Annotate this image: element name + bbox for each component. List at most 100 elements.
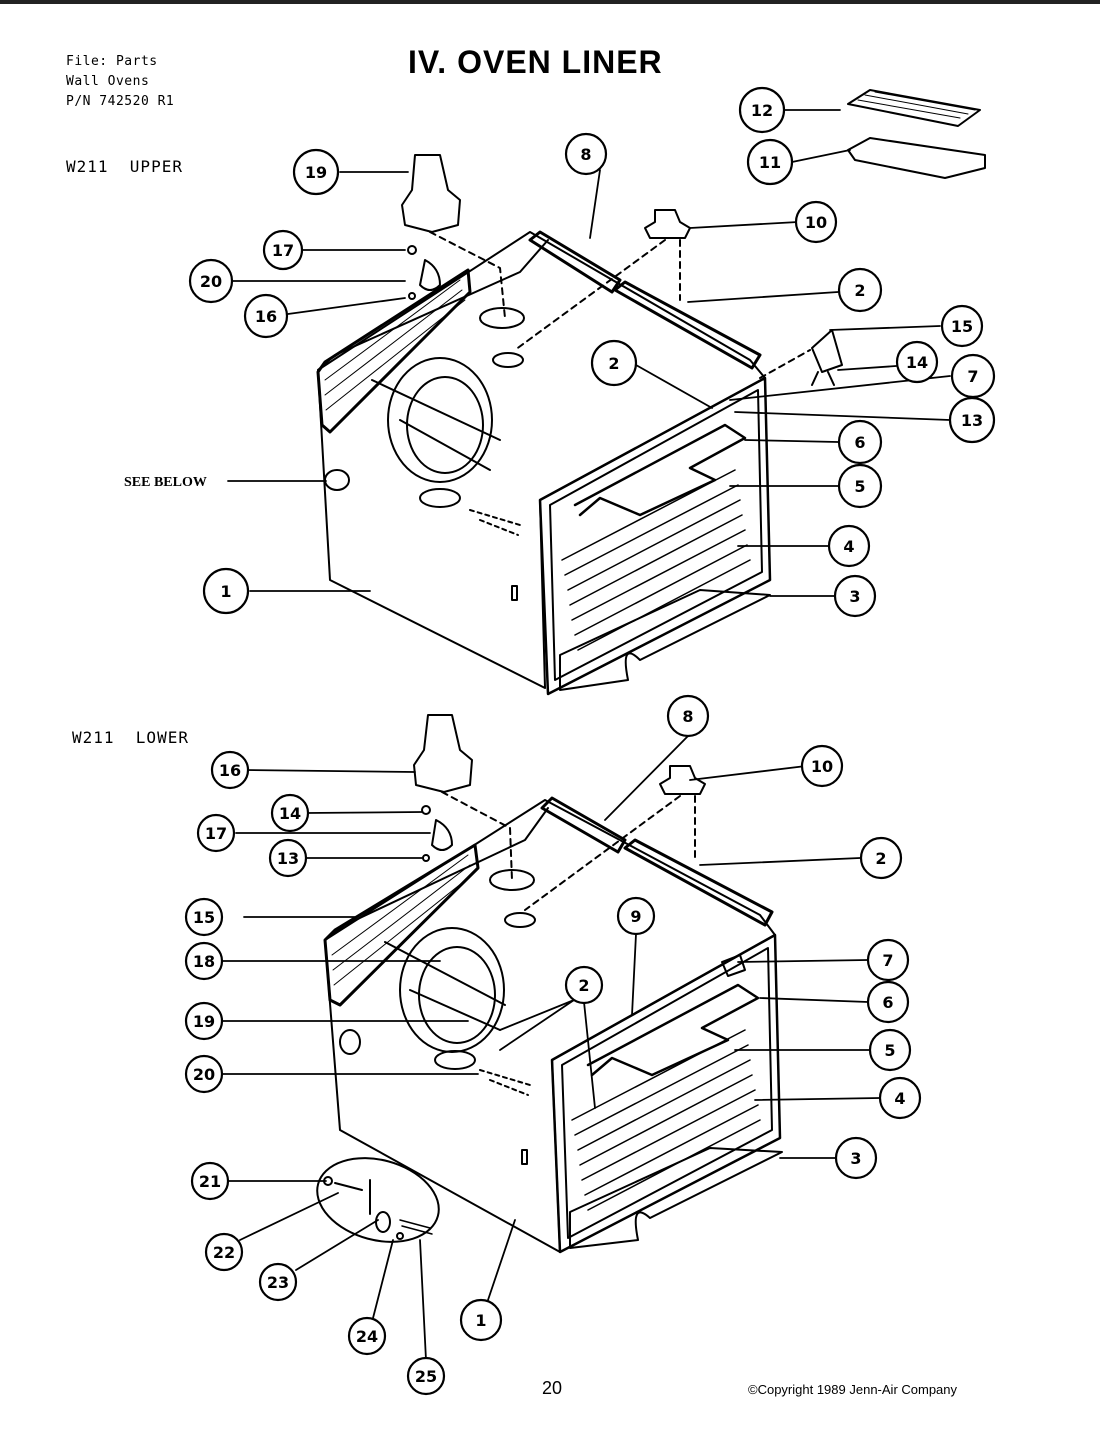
upper-callout-20: 20 xyxy=(188,258,234,304)
lower-callout-7: 7 xyxy=(866,938,910,982)
svg-text:3: 3 xyxy=(849,587,860,606)
page-title: IV. OVEN LINER xyxy=(408,44,663,80)
svg-text:4: 4 xyxy=(894,1089,905,1108)
svg-text:2: 2 xyxy=(608,354,619,373)
svg-text:1: 1 xyxy=(220,582,231,601)
lower-callout-21: 21 xyxy=(190,1161,230,1201)
svg-text:2: 2 xyxy=(854,281,865,300)
upper-callout-2b: 2 xyxy=(590,339,638,387)
svg-text:5: 5 xyxy=(884,1041,895,1060)
upper-broil-element xyxy=(573,423,747,517)
upper-callout-2: 2 xyxy=(837,267,883,313)
upper-callout-11: 11 xyxy=(746,138,794,186)
upper-sensor-bracket xyxy=(811,329,843,386)
lower-callout-8: 8 xyxy=(666,694,710,738)
upper-light-bulb xyxy=(419,259,441,291)
upper-bottom-pan xyxy=(559,589,771,691)
svg-text:24: 24 xyxy=(356,1327,378,1346)
lower-callout-20: 20 xyxy=(184,1054,224,1094)
upper-callout-3: 3 xyxy=(833,574,877,618)
upper-callout-15: 15 xyxy=(940,304,984,348)
upper-leader-lines xyxy=(227,109,951,597)
svg-text:5: 5 xyxy=(854,477,865,496)
svg-text:8: 8 xyxy=(682,707,693,726)
lower-callout-10: 10 xyxy=(800,744,844,788)
section-label-lower: W211 LOWER xyxy=(72,728,189,747)
copyright-notice: ©Copyright 1989 Jenn-Air Company xyxy=(748,1382,958,1397)
svg-text:18: 18 xyxy=(193,952,215,971)
file-info-line: Wall Ovens xyxy=(66,74,150,89)
lower-callout-23: 23 xyxy=(258,1262,298,1302)
svg-text:12: 12 xyxy=(751,101,773,120)
lower-vent-cap xyxy=(413,714,473,793)
svg-text:11: 11 xyxy=(759,153,781,172)
upper-callout-19: 19 xyxy=(292,148,340,196)
upper-vent-fitting xyxy=(644,209,691,239)
upper-callout-12: 12 xyxy=(738,86,786,134)
file-info: File: Parts Wall Ovens P/N 742520 R1 xyxy=(66,52,174,112)
lower-callout-5: 5 xyxy=(868,1028,912,1072)
lower-callout-2b: 2 xyxy=(564,965,604,1005)
upper-callout-6: 6 xyxy=(837,419,883,465)
svg-text:6: 6 xyxy=(854,433,865,452)
file-info-line: File: Parts xyxy=(66,54,158,69)
see-below-label: SEE BELOW xyxy=(124,475,207,490)
lower-callout-18: 18 xyxy=(184,941,224,981)
section-label-upper: W211 UPPER xyxy=(66,157,183,176)
svg-text:14: 14 xyxy=(906,353,928,372)
lower-sensor-bracket xyxy=(721,954,746,977)
upper-front-frame xyxy=(538,376,772,696)
upper-side-port xyxy=(387,357,493,483)
upper-callout-4: 4 xyxy=(827,524,871,568)
lower-bottom-pan xyxy=(569,1147,783,1249)
detail-hardware-callout xyxy=(316,1157,440,1243)
svg-text:16: 16 xyxy=(219,761,241,780)
svg-text:7: 7 xyxy=(882,951,893,970)
lower-callout-1: 1 xyxy=(459,1298,503,1342)
upper-top-hole xyxy=(479,307,525,329)
svg-text:20: 20 xyxy=(200,272,222,291)
svg-text:10: 10 xyxy=(805,213,827,232)
lower-trim-back xyxy=(540,796,774,927)
lower-callout-22: 22 xyxy=(204,1232,244,1272)
lower-top-hole xyxy=(489,869,535,891)
svg-text:4: 4 xyxy=(843,537,854,556)
lower-callout-3: 3 xyxy=(834,1136,878,1180)
lower-callout-25: 25 xyxy=(406,1356,446,1396)
lower-light-bulb xyxy=(431,819,453,851)
upper-callout-8: 8 xyxy=(564,132,608,176)
lower-top-hole xyxy=(504,912,536,928)
svg-text:16: 16 xyxy=(255,307,277,326)
upper-callout-5: 5 xyxy=(837,463,883,509)
svg-text:20: 20 xyxy=(193,1065,215,1084)
svg-text:13: 13 xyxy=(277,849,299,868)
svg-text:13: 13 xyxy=(961,411,983,430)
upper-oven-assembly xyxy=(316,154,843,696)
lower-liner-top-edge xyxy=(324,807,549,941)
lower-oven-assembly xyxy=(316,714,783,1254)
lower-leader-lines xyxy=(221,735,881,1361)
svg-text:19: 19 xyxy=(193,1012,215,1031)
svg-text:15: 15 xyxy=(193,908,215,927)
lower-callout-16: 16 xyxy=(210,750,250,790)
lower-oven-rack xyxy=(571,1029,761,1211)
upper-oven-rack xyxy=(561,469,751,651)
svg-text:2: 2 xyxy=(578,976,589,995)
svg-text:8: 8 xyxy=(580,145,591,164)
lower-callout-24: 24 xyxy=(347,1316,387,1356)
upper-callout-17: 17 xyxy=(262,229,304,271)
svg-text:17: 17 xyxy=(205,824,227,843)
svg-text:3: 3 xyxy=(850,1149,861,1168)
upper-see-below-spot xyxy=(324,469,350,491)
upper-callout-14: 14 xyxy=(895,340,939,384)
upper-callout-13: 13 xyxy=(948,396,996,444)
broil-pan-accessories xyxy=(847,89,986,179)
svg-text:6: 6 xyxy=(882,993,893,1012)
lower-bake-element xyxy=(586,983,760,1077)
upper-callout-16: 16 xyxy=(243,293,289,339)
svg-text:17: 17 xyxy=(272,241,294,260)
upper-trim-left xyxy=(316,268,472,434)
upper-top-hole xyxy=(492,352,524,368)
lower-callout-9: 9 xyxy=(616,896,656,936)
